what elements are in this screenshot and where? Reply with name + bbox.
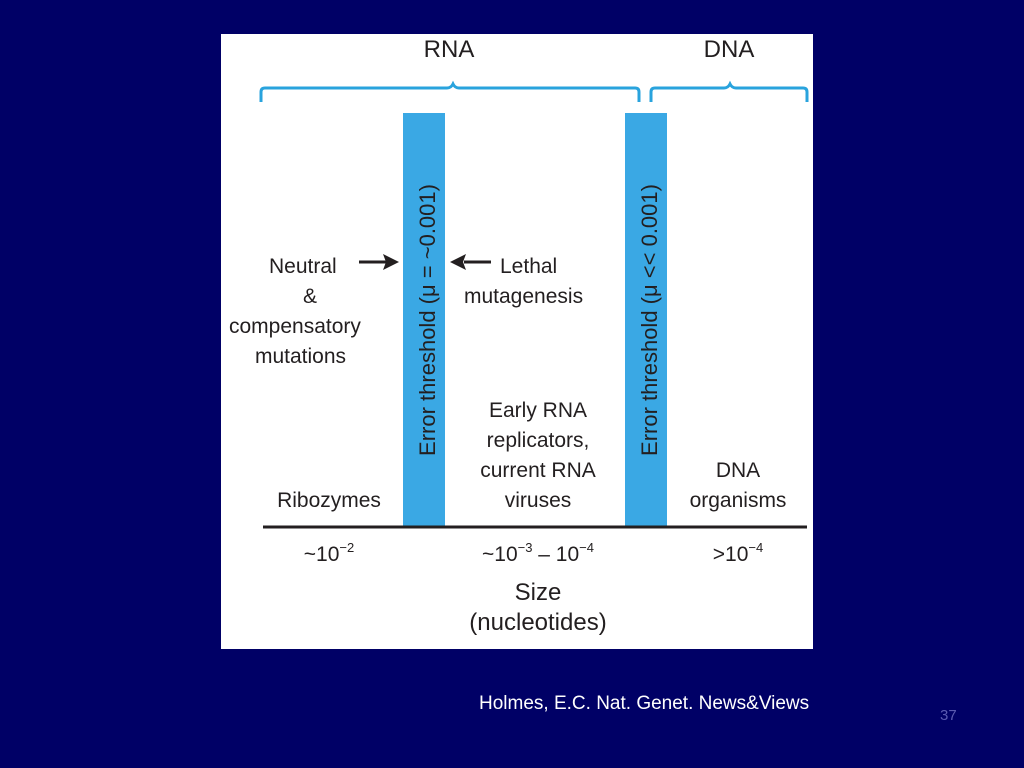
dna-organisms-line-2: organisms <box>689 489 787 512</box>
lethal-line-1: Lethal <box>500 255 558 278</box>
neutral-line-1: Neutral <box>269 255 337 278</box>
dna-brace <box>649 80 809 102</box>
rna-label: RNA <box>423 36 475 63</box>
slide-number: 37 <box>940 707 957 724</box>
axis-label-line-2: (nucleotides) <box>469 609 607 636</box>
figure-panel: Error threshold (μ = ~0.001) Error thres… <box>221 34 813 649</box>
neutral-arrow <box>359 254 399 270</box>
middle-line-3: current RNA <box>480 459 596 482</box>
dna-organisms-label: DNA organisms <box>671 456 805 516</box>
size-right: >10−4 <box>712 540 764 566</box>
neutral-line-2: & <box>303 285 318 308</box>
neutral-line-3: compensatory <box>229 315 361 338</box>
middle-line-2: replicators, <box>486 429 590 452</box>
dna-organisms-line-1: DNA <box>715 459 761 482</box>
error-threshold-band-left <box>403 113 445 527</box>
size-middle: ~10−3 – 10−4 <box>482 540 594 566</box>
rna-brace <box>259 80 641 102</box>
dna-label: DNA <box>703 36 755 63</box>
size-left: ~10−2 <box>303 540 355 566</box>
middle-line-1: Early RNA <box>488 399 588 422</box>
citation: Holmes, E.C. Nat. Genet. News&Views <box>479 693 810 714</box>
middle-annotation: Early RNA replicators, current RNA virus… <box>453 396 623 516</box>
threshold-label-right: Error threshold (μ << 0.001) <box>637 184 662 456</box>
middle-line-4: viruses <box>504 489 572 512</box>
diagram-graphics: Error threshold (μ = ~0.001) Error thres… <box>259 80 809 529</box>
lethal-line-2: mutagenesis <box>464 285 584 308</box>
axis-label: Size (nucleotides) <box>443 578 633 638</box>
neutral-line-4: mutations <box>255 345 347 368</box>
error-threshold-band-right <box>625 113 667 527</box>
lethal-arrow <box>450 254 491 270</box>
axis-label-line-1: Size <box>514 579 562 606</box>
threshold-label-left: Error threshold (μ = ~0.001) <box>415 184 440 456</box>
ribozymes-label: Ribozymes <box>277 489 381 512</box>
